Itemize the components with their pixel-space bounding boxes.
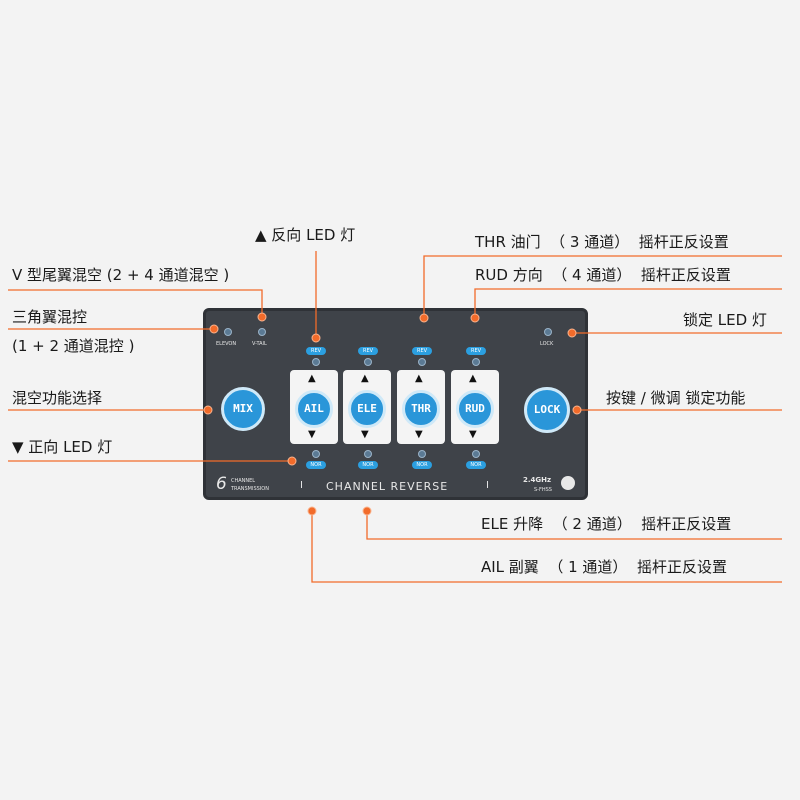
control-panel (203, 308, 588, 500)
elevon-led (224, 328, 232, 336)
nor-pill-rud: NOR (466, 461, 486, 469)
up-triangle-icon: ▲ (361, 373, 369, 384)
vtail-led (258, 328, 266, 336)
delta-label: 三角翼混控 (12, 308, 88, 326)
channel-key-ail[interactable]: ▲ AIL ▼ (290, 370, 338, 444)
rev-led-thr (418, 358, 426, 366)
channel-key-ele[interactable]: ▲ ELE ▼ (343, 370, 391, 444)
six-digit: 6 (216, 474, 227, 494)
rev-led-ail (312, 358, 320, 366)
marker-ele (362, 506, 372, 516)
ele-button[interactable]: ELE (348, 390, 386, 428)
delta-sub-label: (1 + 2 通道混控 ) (12, 337, 135, 355)
down-triangle-icon: ▼ (469, 429, 477, 440)
transmission-word: TRANSMISSION (231, 486, 269, 492)
lock-function-label: 按键 / 微调 锁定功能 (606, 389, 746, 407)
nor-pill-ail: NOR (306, 461, 326, 469)
channel-key-rud[interactable]: ▲ RUD ▼ (451, 370, 499, 444)
reverse-led-label: ▲ 反向 LED 灯 (255, 226, 356, 244)
rev-pill-ele: REV (358, 347, 378, 355)
mix-select-label: 混空功能选择 (12, 389, 103, 407)
vtail-text: V-TAIL (252, 341, 267, 347)
left-bar: I (300, 480, 303, 491)
nor-led-rud (472, 450, 480, 458)
channel-key-thr[interactable]: ▲ THR ▼ (397, 370, 445, 444)
fhss-text: S-FHSS (534, 487, 552, 493)
thr-button[interactable]: THR (402, 390, 440, 428)
ail-button[interactable]: AIL (295, 390, 333, 428)
ail-label: AIL 副翼 （ 1 通道） 摇杆正反设置 (481, 558, 727, 576)
normal-led-label: ▼ 正向 LED 灯 (12, 438, 113, 456)
down-triangle-icon: ▼ (415, 429, 423, 440)
rud-label: RUD 方向 （ 4 通道） 摇杆正反设置 (475, 266, 731, 284)
freq-text: 2.4GHz (523, 476, 552, 484)
nor-led-thr (418, 450, 426, 458)
nor-pill-ele: NOR (358, 461, 378, 469)
down-triangle-icon: ▼ (361, 429, 369, 440)
rev-led-rud (472, 358, 480, 366)
channel-word: CHANNEL (231, 478, 256, 484)
down-triangle-icon: ▼ (308, 429, 316, 440)
up-triangle-icon: ▲ (469, 373, 477, 384)
up-triangle-icon: ▲ (415, 373, 423, 384)
nor-led-ele (364, 450, 372, 458)
marker-ail (307, 506, 317, 516)
nor-led-ail (312, 450, 320, 458)
rud-button[interactable]: RUD (456, 390, 494, 428)
fhss-logo-icon (561, 476, 575, 490)
vtail-label: V 型尾翼混空 (2 + 4 通道混空 ) (12, 266, 230, 284)
rev-pill-rud: REV (466, 347, 486, 355)
ele-label: ELE 升降 （ 2 通道） 摇杆正反设置 (481, 515, 732, 533)
mix-button[interactable]: MIX (221, 387, 265, 431)
rev-pill-thr: REV (412, 347, 432, 355)
right-bar: I (486, 480, 489, 491)
lock-text: LOCK (540, 341, 554, 347)
channel-reverse-text: CHANNEL REVERSE (326, 480, 449, 493)
thr-label: THR 油门 （ 3 通道） 摇杆正反设置 (475, 233, 729, 251)
lock-led-label: 锁定 LED 灯 (683, 311, 767, 329)
up-triangle-icon: ▲ (308, 373, 316, 384)
lock-led (544, 328, 552, 336)
nor-pill-thr: NOR (412, 461, 432, 469)
elevon-text: ELEVON (216, 341, 237, 347)
lock-button[interactable]: LOCK (524, 387, 570, 433)
rev-pill-ail: REV (306, 347, 326, 355)
rev-led-ele (364, 358, 372, 366)
